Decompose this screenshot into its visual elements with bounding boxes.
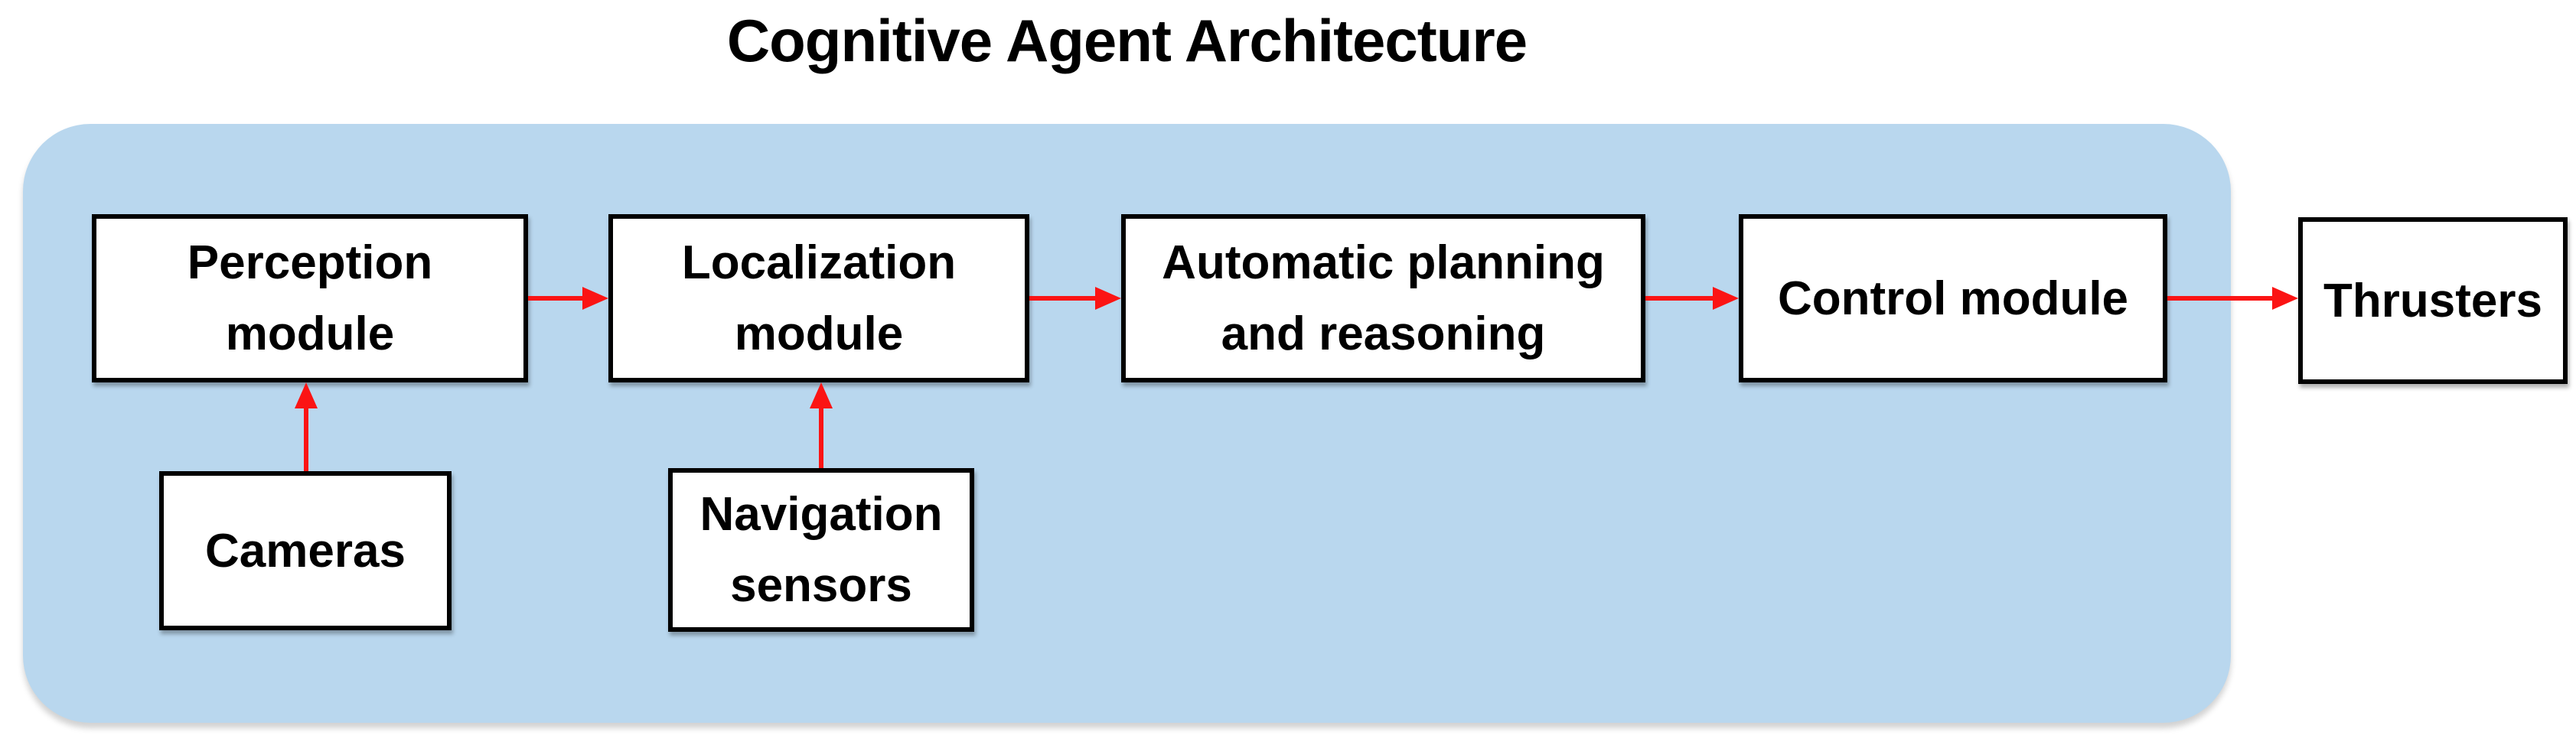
arrow-line: [819, 407, 823, 468]
diagram-title: Cognitive Agent Architecture: [726, 7, 1528, 74]
node-automatic-planning-and-reasoning-label: Automatic planning and reasoning: [1162, 236, 1605, 360]
arrow-head-right-icon: [582, 287, 608, 310]
node-control-module: Control module: [1739, 214, 2167, 382]
node-perception-module: Perception module: [92, 214, 528, 382]
node-localization-module-label: Localization module: [681, 236, 957, 360]
arrow-head-right-icon: [1713, 287, 1739, 310]
node-cameras: Cameras: [159, 471, 452, 630]
arrow-line: [304, 407, 308, 471]
node-control-module-label: Control module: [1777, 272, 2129, 325]
arrow-head-up-icon: [295, 382, 318, 408]
arrow-head-right-icon: [1095, 287, 1121, 310]
arrow-head-right-icon: [2272, 287, 2298, 310]
node-localization-module: Localization module: [608, 214, 1029, 382]
node-automatic-planning-and-reasoning: Automatic planning and reasoning: [1121, 214, 1645, 382]
arrow-line: [528, 296, 582, 301]
node-thrusters-label: Thrusters: [2323, 274, 2542, 327]
arrow-line: [1645, 296, 1713, 301]
node-navigation-sensors: Navigation sensors: [668, 468, 974, 632]
node-navigation-sensors-label: Navigation sensors: [699, 488, 943, 612]
arrow-head-up-icon: [810, 382, 833, 408]
node-cameras-label: Cameras: [205, 524, 406, 577]
node-perception-module-label: Perception module: [187, 236, 433, 360]
arrow-line: [1029, 296, 1095, 301]
arrow-line: [2167, 296, 2272, 301]
node-thrusters: Thrusters: [2298, 217, 2568, 384]
